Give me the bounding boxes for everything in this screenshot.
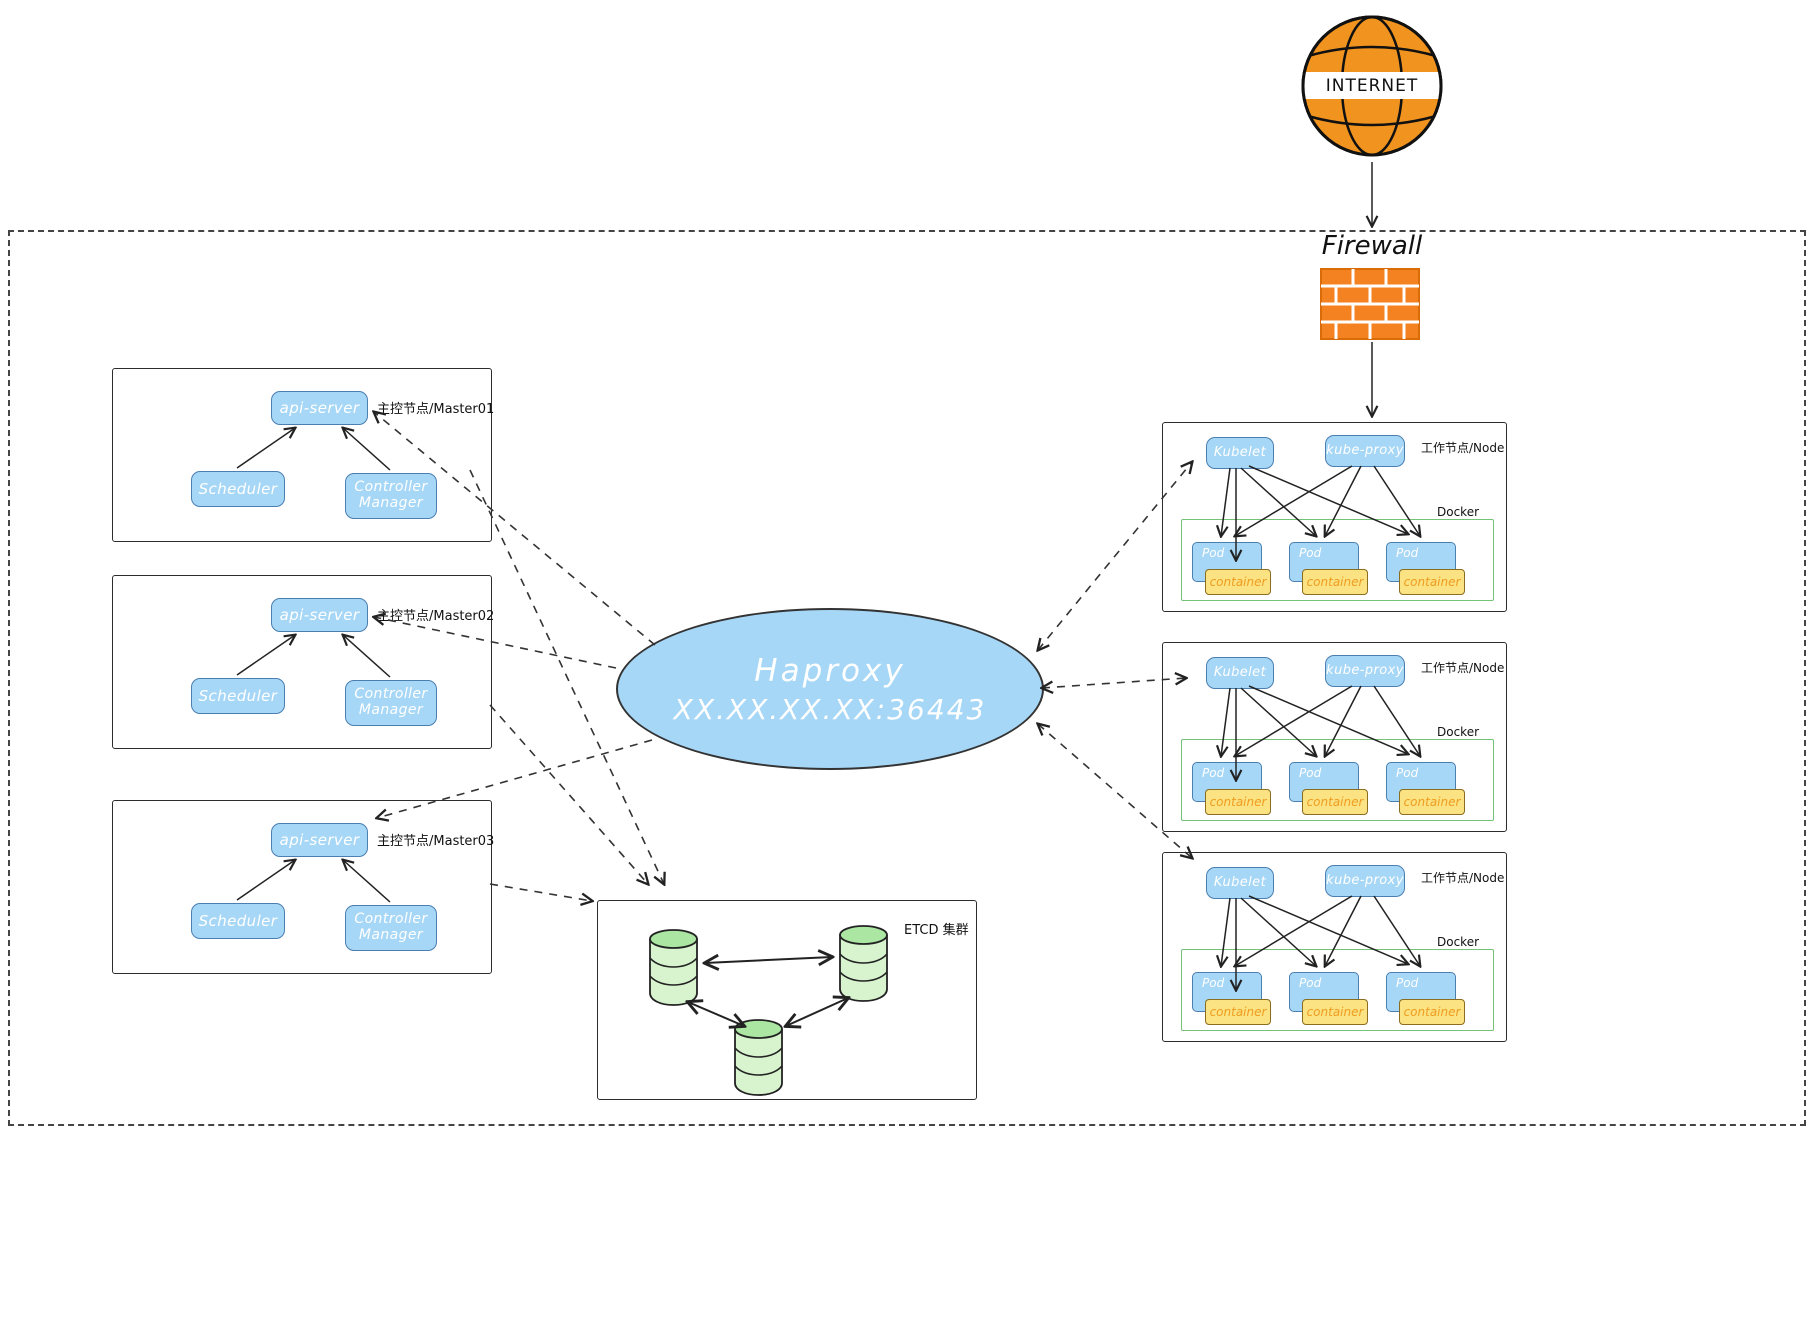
internet-label: INTERNET — [1326, 76, 1419, 96]
docker-area: Pod container Pod container Pod containe… — [1181, 519, 1494, 601]
container-box: container — [1302, 999, 1368, 1025]
api-server-box: api-server — [271, 823, 368, 857]
node-title: 工作节点/Node — [1421, 661, 1505, 675]
kubelet-box: Kubelet — [1206, 657, 1274, 689]
pod: Pod container — [1289, 972, 1369, 1028]
controller-manager-box: Controller Manager — [345, 680, 437, 726]
scheduler-box: Scheduler — [191, 471, 285, 507]
master01-title: 主控节点/Master01 — [377, 402, 495, 417]
controller-manager-box: Controller Manager — [345, 905, 437, 951]
pod: Pod container — [1386, 762, 1466, 818]
scheduler-box: Scheduler — [191, 678, 285, 714]
etcd-database-icon — [649, 929, 698, 1006]
firewall-icon — [1320, 268, 1420, 340]
etcd-cluster-box: ETCD 集群 — [597, 900, 977, 1100]
api-server-box: api-server — [271, 391, 368, 425]
node-title: 工作节点/Node — [1421, 441, 1505, 455]
container-box: container — [1399, 569, 1465, 595]
kube-proxy-box: kube-proxy — [1325, 655, 1405, 687]
container-box: container — [1302, 569, 1368, 595]
docker-area: Pod container Pod container Pod containe… — [1181, 949, 1494, 1031]
worker-node1-box: Kubelet kube-proxy 工作节点/Node Docker Pod … — [1162, 422, 1507, 612]
master03-title: 主控节点/Master03 — [377, 834, 495, 849]
controller-manager-box: Controller Manager — [345, 473, 437, 519]
haproxy-ellipse: Haproxy XX.XX.XX.XX:36443 — [616, 608, 1044, 770]
docker-label: Docker — [1437, 725, 1480, 739]
haproxy-address: XX.XX.XX.XX:36443 — [673, 692, 987, 726]
pod: Pod container — [1386, 972, 1466, 1028]
pod: Pod container — [1289, 762, 1369, 818]
node-title: 工作节点/Node — [1421, 871, 1505, 885]
pod: Pod container — [1386, 542, 1466, 598]
master02-box: api-server 主控节点/Master02 Scheduler Contr… — [112, 575, 495, 749]
worker-node2-box: Kubelet kube-proxy 工作节点/Node Docker Pod … — [1162, 642, 1507, 832]
container-box: container — [1302, 789, 1368, 815]
etcd-database-icon — [839, 925, 888, 1002]
master01-box: api-server 主控节点/Master01 Scheduler Contr… — [112, 368, 495, 542]
internet-globe-icon: INTERNET — [1301, 15, 1443, 157]
scheduler-box: Scheduler — [191, 903, 285, 939]
etcd-database-icon — [734, 1019, 783, 1096]
pod: Pod container — [1289, 542, 1369, 598]
pod: Pod container — [1192, 542, 1272, 598]
api-server-box: api-server — [271, 598, 368, 632]
cluster-boundary — [8, 230, 1806, 1126]
container-box: container — [1205, 789, 1271, 815]
docker-area: Pod container Pod container Pod containe… — [1181, 739, 1494, 821]
container-box: container — [1205, 999, 1271, 1025]
kubelet-box: Kubelet — [1206, 437, 1274, 469]
docker-label: Docker — [1437, 505, 1480, 519]
pod: Pod container — [1192, 762, 1272, 818]
master03-box: api-server 主控节点/Master03 Scheduler Contr… — [112, 800, 495, 974]
container-box: container — [1205, 569, 1271, 595]
kubelet-box: Kubelet — [1206, 867, 1274, 899]
kube-proxy-box: kube-proxy — [1325, 435, 1405, 467]
haproxy-name: Haproxy — [754, 652, 906, 689]
worker-node3-box: Kubelet kube-proxy 工作节点/Node Docker Pod … — [1162, 852, 1507, 1042]
container-box: container — [1399, 789, 1465, 815]
docker-label: Docker — [1437, 935, 1480, 949]
kube-proxy-box: kube-proxy — [1325, 865, 1405, 897]
container-box: container — [1399, 999, 1465, 1025]
firewall-label: Firewall — [1321, 231, 1423, 261]
pod: Pod container — [1192, 972, 1272, 1028]
master02-title: 主控节点/Master02 — [377, 609, 495, 624]
etcd-title: ETCD 集群 — [904, 923, 969, 938]
